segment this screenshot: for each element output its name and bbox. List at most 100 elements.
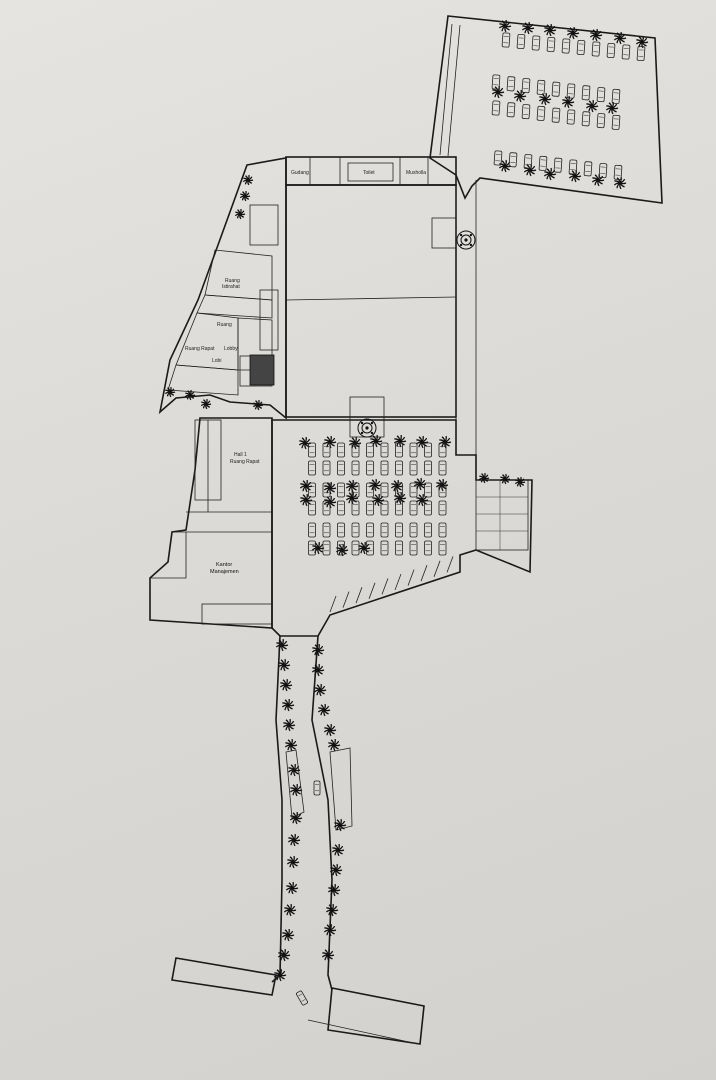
car-icon: [409, 500, 418, 516]
car-icon: [566, 83, 576, 99]
top-parking-lot: [429, 15, 663, 204]
fountain-icon: [357, 418, 377, 438]
palm-tree-icon: [478, 472, 490, 484]
car-icon: [395, 482, 403, 498]
palm-tree-icon: [281, 928, 295, 942]
car-icon: [613, 164, 623, 180]
car-icon: [380, 482, 389, 498]
car-icon: [409, 460, 418, 476]
car-icon: [351, 522, 360, 538]
palm-tree-icon: [284, 738, 298, 752]
palm-tree-icon: [523, 163, 537, 177]
palm-tree-icon: [390, 479, 404, 493]
palm-tree-icon: [585, 99, 599, 113]
palm-tree-icon: [311, 643, 325, 657]
car-icon: [366, 540, 374, 556]
car-icon: [636, 45, 646, 62]
label-manajemen: Manajemen: [210, 569, 239, 575]
palm-tree-icon: [287, 763, 301, 777]
palm-tree-icon: [499, 473, 511, 485]
car-icon: [424, 482, 432, 498]
palm-tree-icon: [239, 190, 251, 202]
palm-tree-icon: [613, 176, 627, 190]
palm-tree-icon: [333, 818, 347, 832]
palm-tree-icon: [368, 478, 382, 492]
car-icon: [366, 482, 374, 498]
palm-tree-icon: [335, 543, 349, 557]
car-icon: [531, 35, 541, 51]
car-icon: [506, 102, 516, 118]
car-icon: [351, 460, 360, 476]
car-icon: [538, 155, 548, 171]
palm-tree-icon: [566, 26, 580, 40]
car-icon: [551, 81, 561, 97]
palm-tree-icon: [242, 174, 254, 186]
car-icon: [424, 442, 432, 458]
svg-text:Ruang Rapat: Ruang Rapat: [185, 346, 215, 352]
palm-tree-icon: [323, 723, 337, 737]
car-icon: [351, 500, 360, 516]
car-icon: [561, 38, 571, 54]
car-icon: [337, 540, 345, 556]
palm-trees: [164, 19, 649, 982]
svg-text:Toilet: Toilet: [363, 170, 375, 176]
car-icon: [337, 460, 345, 476]
car-icon: [313, 780, 321, 796]
car-icon: [596, 113, 606, 129]
cars: [296, 32, 646, 1006]
car-icon: [409, 482, 418, 498]
car-icon: [424, 522, 432, 538]
palm-tree-icon: [323, 435, 337, 449]
car-icon: [366, 442, 374, 458]
palm-tree-icon: [438, 435, 452, 449]
car-icon: [409, 540, 418, 556]
car-icon: [568, 159, 578, 175]
car-icon: [296, 990, 308, 1006]
car-icon: [606, 42, 616, 59]
palm-tree-icon: [357, 541, 371, 555]
palm-tree-icon: [393, 491, 407, 505]
palm-tree-icon: [589, 28, 603, 42]
palm-tree-icon: [283, 903, 297, 917]
car-icon: [424, 540, 432, 556]
car-icon: [308, 522, 316, 538]
palm-tree-icon: [281, 698, 295, 712]
car-icon: [308, 500, 316, 516]
car-icon: [366, 522, 374, 538]
palm-tree-icon: [329, 863, 343, 877]
car-icon: [521, 78, 531, 94]
car-icon: [424, 460, 432, 476]
label-kantor: Kantor: [216, 562, 232, 568]
palm-tree-icon: [498, 19, 512, 33]
car-icon: [308, 442, 316, 458]
palm-tree-icon: [317, 703, 331, 717]
svg-text:Lobi: Lobi: [212, 358, 221, 364]
palm-tree-icon: [321, 948, 335, 962]
car-icon: [611, 114, 621, 130]
palm-tree-icon: [286, 855, 300, 869]
palm-tree-icon: [393, 434, 407, 448]
svg-text:Ruang: Ruang: [217, 322, 232, 328]
fountain-icon: [456, 230, 476, 250]
car-icon: [322, 522, 331, 538]
car-icon: [380, 460, 389, 476]
palm-tree-icon: [299, 493, 313, 507]
car-icon: [516, 33, 526, 50]
car-icon: [438, 442, 447, 458]
car-icon: [576, 39, 586, 56]
palm-tree-icon: [311, 541, 325, 555]
car-icon: [491, 100, 501, 116]
palm-tree-icon: [491, 85, 505, 99]
palm-tree-icon: [285, 881, 299, 895]
car-icon: [583, 161, 593, 177]
car-icon: [351, 540, 360, 556]
palm-tree-icon: [289, 811, 303, 825]
palm-tree-icon: [415, 493, 429, 507]
central-parking: [271, 419, 533, 637]
palm-tree-icon: [635, 35, 649, 49]
car-icon: [409, 522, 418, 538]
palm-tree-icon: [413, 477, 427, 491]
car-icon: [366, 500, 374, 516]
palm-tree-icon: [613, 31, 627, 45]
palm-tree-icon: [325, 903, 339, 917]
